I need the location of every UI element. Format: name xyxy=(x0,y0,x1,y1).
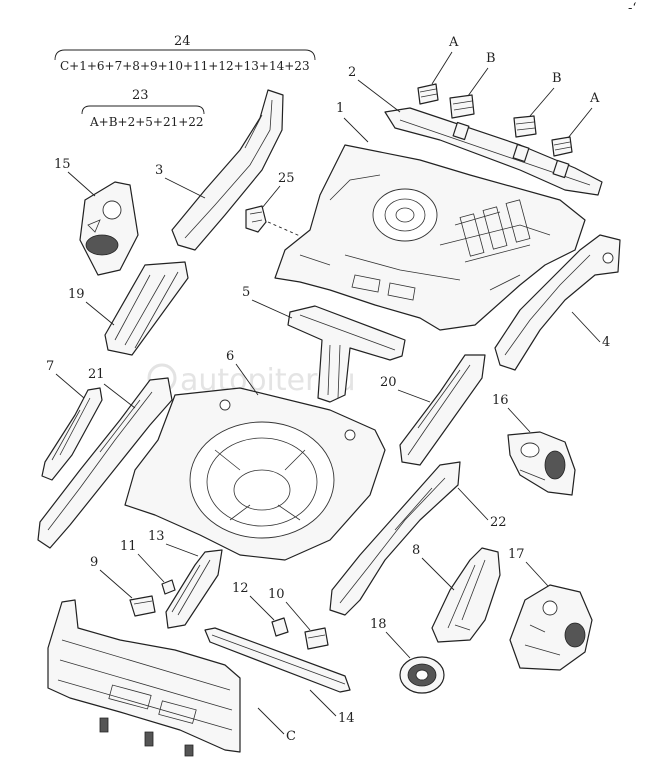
label-1: 1 xyxy=(336,101,369,143)
svg-text:5: 5 xyxy=(242,285,250,300)
label-b-right: B xyxy=(529,71,562,117)
label-10: 10 xyxy=(268,587,311,631)
label-6: 6 xyxy=(226,349,259,396)
label-20: 20 xyxy=(380,375,431,403)
label-11: 11 xyxy=(120,539,165,583)
part-20-right-reinforcement xyxy=(399,354,486,466)
part-15-left-plate xyxy=(79,181,139,276)
svg-text:20: 20 xyxy=(380,375,397,390)
svg-text:17: 17 xyxy=(508,547,525,562)
label-5: 5 xyxy=(242,285,293,319)
part-18-grommet xyxy=(399,656,445,694)
svg-text:22: 22 xyxy=(490,515,507,530)
assembly-23-bracket xyxy=(81,105,205,115)
label-3: 3 xyxy=(155,163,206,199)
svg-text:6: 6 xyxy=(226,349,234,364)
assembly-24-number: 24 xyxy=(174,34,191,49)
part-19-left-reinforcement xyxy=(104,261,189,356)
label-9: 9 xyxy=(90,555,133,599)
part-10-bracket xyxy=(304,627,329,650)
corner-mark: -‘ xyxy=(628,1,637,16)
part-13-reinforcement xyxy=(165,549,223,629)
assembly-24-callout: 24 C+1+6+7+8+9+10+11+12+13+14+23 xyxy=(54,34,316,73)
svg-text:9: 9 xyxy=(90,555,98,570)
svg-text:B: B xyxy=(552,71,562,86)
svg-text:4: 4 xyxy=(602,335,610,350)
part-1-rear-floor-upper xyxy=(274,144,586,331)
svg-text:A: A xyxy=(448,35,459,50)
label-c: C xyxy=(257,707,296,744)
svg-text:2: 2 xyxy=(348,65,356,80)
part-11-clip xyxy=(161,579,176,595)
part-14-sill-strip xyxy=(204,627,351,693)
part-21-left-rail-lower xyxy=(37,377,173,549)
bracket-b-right xyxy=(513,115,537,138)
svg-text:8: 8 xyxy=(412,543,420,558)
svg-text:21: 21 xyxy=(88,367,105,382)
label-16: 16 xyxy=(492,393,531,433)
svg-text:19: 19 xyxy=(68,287,85,302)
label-b-left: B xyxy=(467,51,496,97)
part-4-right-rail xyxy=(494,234,621,371)
part-7-left-inner-panel xyxy=(41,387,103,481)
assembly-23-formula: A+B+2+5+21+22 xyxy=(89,115,204,129)
label-a-right: A xyxy=(567,91,600,139)
label-14: 14 xyxy=(309,689,355,726)
part-c-rear-end-panel xyxy=(47,599,241,757)
part-6-spare-wheel-floor xyxy=(124,387,386,561)
part-9-bracket xyxy=(129,595,156,617)
part-25-clip xyxy=(245,205,301,237)
assembly-23-number: 23 xyxy=(132,88,149,103)
svg-text:C: C xyxy=(286,729,296,744)
svg-text:13: 13 xyxy=(148,529,165,544)
part-2-rear-crossmember xyxy=(384,107,603,196)
svg-text:10: 10 xyxy=(268,587,285,602)
label-22: 22 xyxy=(457,487,507,530)
part-12-clip xyxy=(271,617,289,637)
svg-text:1: 1 xyxy=(336,101,344,116)
label-13: 13 xyxy=(148,529,199,557)
bracket-a-left xyxy=(417,83,439,105)
svg-text:A: A xyxy=(589,91,600,106)
svg-text:11: 11 xyxy=(120,539,137,554)
label-25: 25 xyxy=(261,171,295,209)
label-21: 21 xyxy=(88,367,136,409)
part-16-right-plate xyxy=(507,431,576,496)
label-15: 15 xyxy=(54,157,96,197)
assembly-24-formula: C+1+6+7+8+9+10+11+12+13+14+23 xyxy=(60,59,310,73)
svg-text:15: 15 xyxy=(54,157,71,172)
label-19: 19 xyxy=(68,287,115,326)
svg-text:B: B xyxy=(486,51,496,66)
label-4: 4 xyxy=(571,311,610,350)
bracket-b-left xyxy=(449,94,475,119)
label-a-left: A xyxy=(431,35,459,85)
svg-text:16: 16 xyxy=(492,393,509,408)
label-17: 17 xyxy=(508,547,549,587)
part-3-left-rail xyxy=(171,89,284,251)
svg-text:12: 12 xyxy=(232,581,249,596)
label-2: 2 xyxy=(348,65,401,113)
part-22-right-rail-lower xyxy=(329,461,461,616)
part-8-right-inner-panel xyxy=(431,547,501,643)
bracket-a-right xyxy=(551,136,573,157)
label-12: 12 xyxy=(232,581,275,621)
label-18: 18 xyxy=(370,617,411,659)
svg-text:25: 25 xyxy=(278,171,295,186)
svg-text:3: 3 xyxy=(155,163,163,178)
assembly-23-callout: 23 A+B+2+5+21+22 xyxy=(81,88,205,129)
assembly-24-bracket xyxy=(54,49,316,61)
svg-text:14: 14 xyxy=(338,711,355,726)
label-7: 7 xyxy=(46,359,85,399)
part-17-right-rear-plate xyxy=(509,584,593,671)
label-8: 8 xyxy=(412,543,455,591)
svg-text:7: 7 xyxy=(46,359,54,374)
svg-text:18: 18 xyxy=(370,617,387,632)
part-5-crossmember xyxy=(287,305,406,403)
